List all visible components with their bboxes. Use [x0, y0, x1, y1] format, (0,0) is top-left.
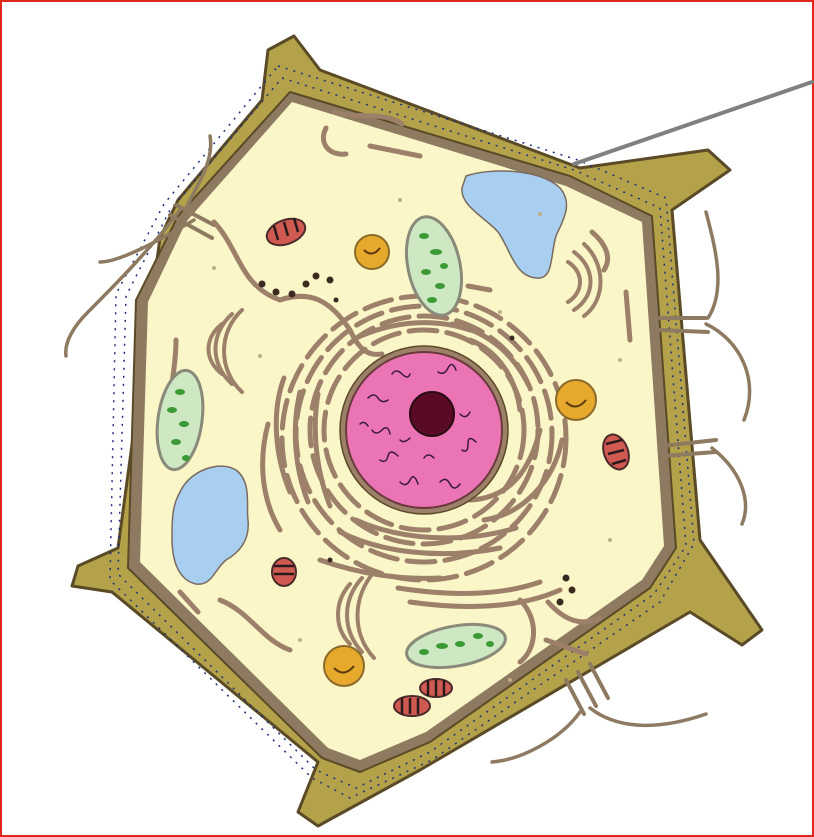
mitochondrion — [420, 679, 452, 697]
peroxisome — [556, 380, 596, 420]
mitochondrion — [272, 558, 296, 586]
mitochondrion — [394, 696, 430, 716]
peroxisome — [324, 646, 364, 686]
nucleolus — [410, 392, 454, 436]
peroxisome — [355, 235, 389, 269]
